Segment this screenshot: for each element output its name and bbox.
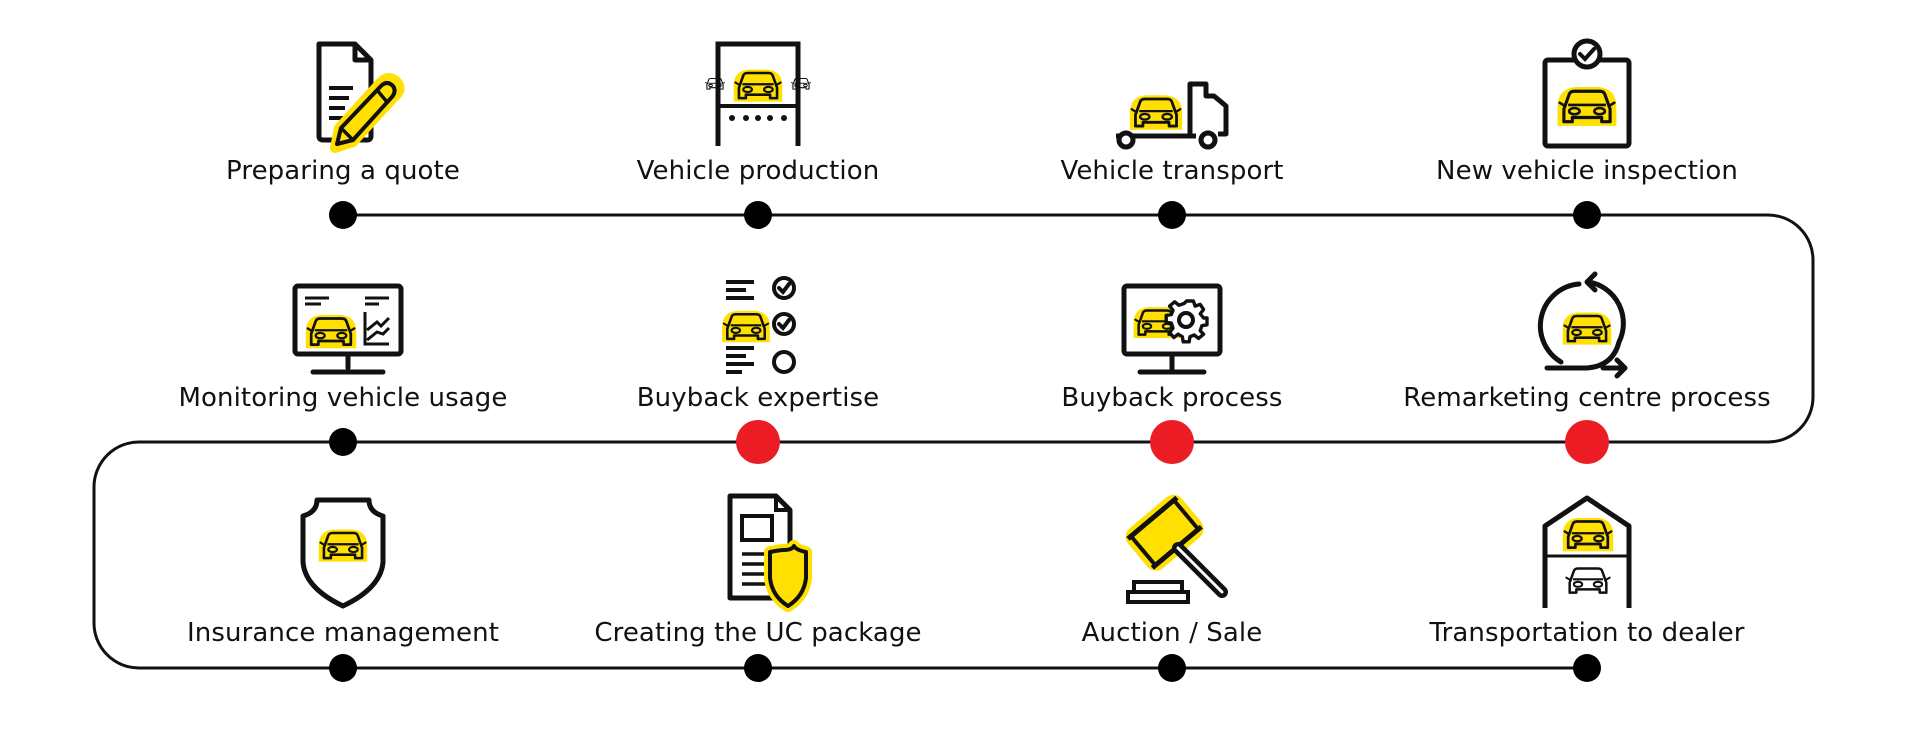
milestone-dot	[744, 654, 772, 682]
milestone-dot-highlighted	[736, 420, 780, 464]
monitor-car-chart-icon	[273, 272, 413, 392]
gavel-icon	[1102, 492, 1242, 612]
step-label: Remarketing centre process	[1403, 383, 1771, 413]
step-label: Preparing a quote	[226, 156, 460, 186]
step-label: Buyback process	[1061, 383, 1283, 413]
step-label: Vehicle transport	[1060, 156, 1284, 186]
step-label: Buyback expertise	[636, 383, 880, 413]
clipboard-check-car-icon	[1517, 36, 1657, 156]
milestone-dot	[744, 201, 772, 229]
document-shield-icon	[688, 492, 828, 612]
step-label: Monitoring vehicle usage	[178, 383, 508, 413]
milestone-dot	[1158, 654, 1186, 682]
timeline-path	[92, 213, 1815, 670]
milestone-dot	[329, 428, 357, 456]
garage-cars-icon	[1517, 492, 1657, 612]
milestone-dot	[329, 201, 357, 229]
milestone-dot	[1573, 201, 1601, 229]
milestone-dot	[329, 654, 357, 682]
production-line-car-icon	[688, 36, 828, 156]
milestone-dot-highlighted	[1150, 420, 1194, 464]
step-label: Creating the UC package	[594, 618, 922, 648]
step-label: Transportation to dealer	[1429, 618, 1745, 648]
step-label: Auction / Sale	[1081, 618, 1263, 648]
step-label: Insurance management	[187, 618, 499, 648]
step-label: New vehicle inspection	[1436, 156, 1738, 186]
milestone-dot-highlighted	[1565, 420, 1609, 464]
cycle-arrows-car-icon	[1517, 271, 1657, 392]
car-transporter-truck-icon	[1102, 36, 1242, 156]
document-pencil-icon	[273, 36, 413, 156]
step-label: Vehicle production	[636, 156, 880, 186]
checklist-car-icon	[688, 272, 828, 392]
milestone-dot	[1158, 201, 1186, 229]
shield-car-icon	[273, 492, 413, 612]
milestone-dot	[1573, 654, 1601, 682]
monitor-car-gear-icon	[1102, 272, 1242, 392]
